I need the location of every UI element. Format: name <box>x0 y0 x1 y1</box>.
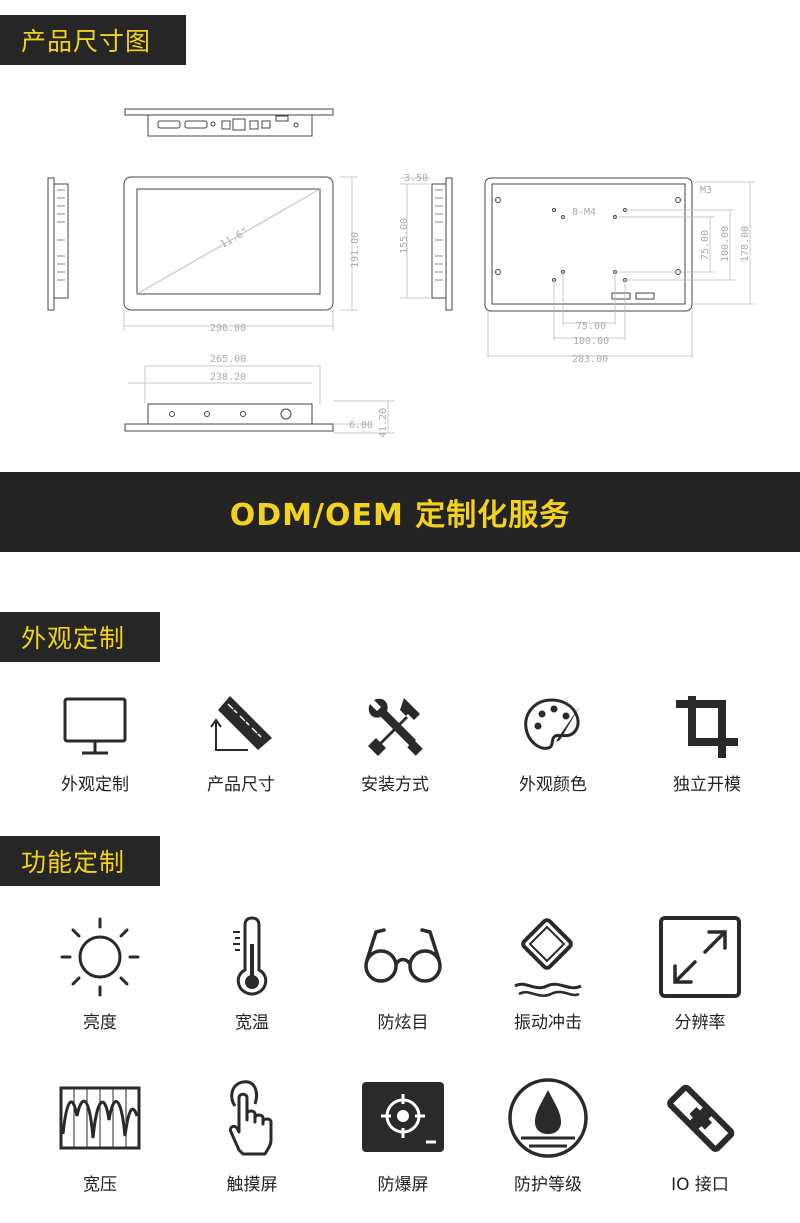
appearance-section-title: 外观定制 <box>0 612 160 662</box>
dim-height-outer: 191.00 <box>350 232 361 268</box>
monitor-icon <box>63 697 127 755</box>
item-label: 分辨率 <box>674 1013 726 1033</box>
function-item: 分辨率 <box>635 914 765 1033</box>
item-label: 触摸屏 <box>226 1175 278 1195</box>
function-item: 防护等级 <box>483 1076 613 1195</box>
dim-bezel: 3.50 <box>404 173 428 184</box>
function-item: 振动冲击 <box>483 914 613 1033</box>
item-label: 防爆屏 <box>377 1175 429 1195</box>
item-label: 独立开模 <box>673 775 741 795</box>
item-label: 外观颜色 <box>519 775 587 795</box>
appearance-item: 独立开模 <box>642 692 772 795</box>
palette-icon <box>524 698 580 750</box>
appearance-item: 外观颜色 <box>488 692 618 795</box>
sun-icon <box>60 917 140 997</box>
appearance-item: 外观定制 <box>30 692 160 795</box>
item-label: 宽压 <box>83 1175 117 1195</box>
function-item: IO 接口 <box>635 1076 765 1195</box>
item-label: 亮度 <box>83 1013 117 1033</box>
dim-vesa-75-v: 75.00 <box>700 230 711 260</box>
function-item: 亮度 <box>35 914 165 1033</box>
dim-back-width: 283.00 <box>572 354 608 365</box>
glasses-icon <box>364 928 442 983</box>
item-label: 产品尺寸 <box>207 775 275 795</box>
item-label: 安装方式 <box>361 775 429 795</box>
dim-bottom-inner: 238.20 <box>210 372 246 383</box>
dim-bottom-outer: 265.00 <box>210 354 246 365</box>
function-item: 宽温 <box>187 914 317 1033</box>
ruler-icon <box>210 696 272 751</box>
expand-icon <box>659 916 741 998</box>
dim-mount-screw: M3 <box>700 185 712 196</box>
item-label: 振动冲击 <box>514 1013 582 1033</box>
item-label: 防护等级 <box>514 1175 582 1195</box>
dim-depth-bezel: 6.00 <box>349 420 373 431</box>
tools-icon <box>368 698 423 756</box>
function-item: 宽压 <box>35 1076 165 1195</box>
dimension-drawing: 11.6" 296.00 191.00 155.00 3.50 265.00 2… <box>47 108 755 438</box>
connector-icon <box>667 1084 735 1152</box>
waterdrop-icon <box>508 1078 588 1158</box>
item-label: 外观定制 <box>61 775 129 795</box>
dim-vesa-75: 75.00 <box>576 321 606 332</box>
thermometer-icon <box>233 916 268 996</box>
function-item: 防爆屏 <box>338 1076 468 1195</box>
appearance-item: 产品尺寸 <box>176 692 306 795</box>
item-label: 宽温 <box>235 1013 269 1033</box>
dimensions-section-title: 产品尺寸图 <box>0 15 186 65</box>
dim-back-height: 178.00 <box>740 226 751 262</box>
service-banner: ODM/OEM 定制化服务 <box>0 472 800 552</box>
function-item: 防炫目 <box>338 914 468 1033</box>
dim-diagonal: 11.6" <box>219 226 251 251</box>
function-section-title: 功能定制 <box>0 836 160 886</box>
dim-vesa-100-v: 100.00 <box>720 226 731 262</box>
dim-width-outer: 296.00 <box>210 323 246 334</box>
dim-height-view: 155.00 <box>399 218 410 254</box>
item-label: 防炫目 <box>377 1013 429 1033</box>
dim-vesa-100: 100.00 <box>573 336 609 347</box>
function-item: 触摸屏 <box>187 1076 317 1195</box>
item-label: IO 接口 <box>671 1175 729 1195</box>
dim-vesa-screw: 8-M4 <box>572 207 596 218</box>
target-icon <box>362 1082 444 1152</box>
touch-icon <box>229 1080 273 1156</box>
appearance-item: 安装方式 <box>330 692 460 795</box>
vibration-icon <box>514 918 582 997</box>
crop-icon <box>676 696 738 758</box>
dim-depth-total: 41.20 <box>378 408 389 438</box>
waveform-icon <box>59 1086 141 1150</box>
